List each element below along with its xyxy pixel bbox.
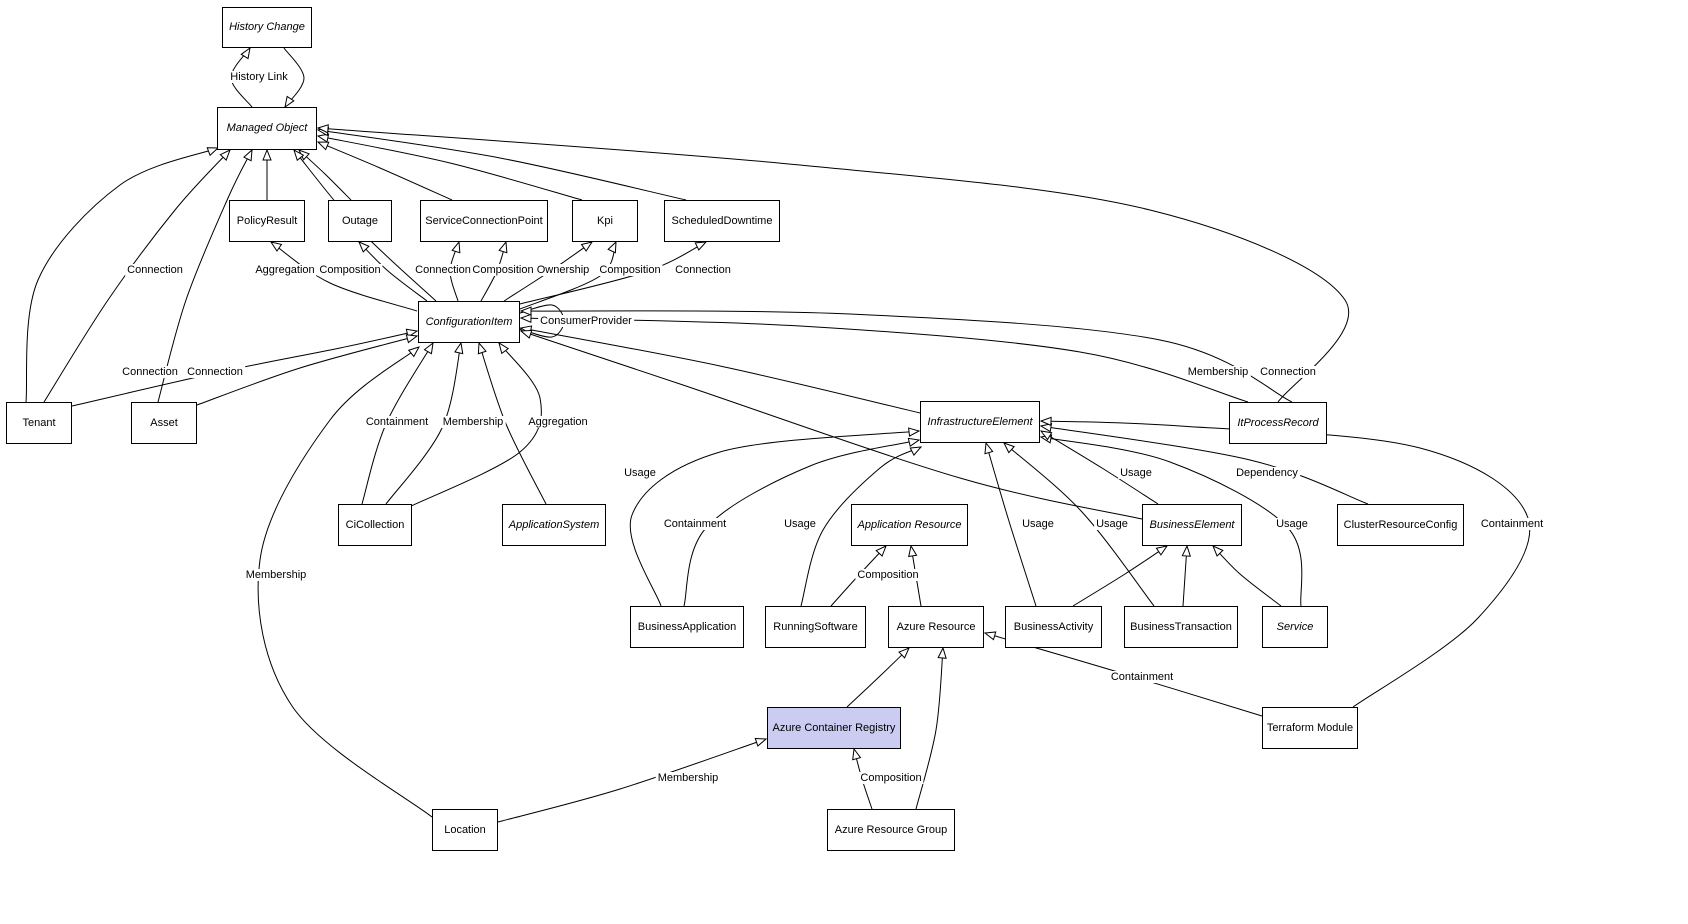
edge-label-usage: Usage [1274, 518, 1310, 530]
edge-service-to-infrastructure-element [1041, 437, 1303, 607]
edge-terraform-module-to-infrastructure-element [1041, 421, 1531, 708]
edge-label-usage: Usage [1094, 518, 1130, 530]
edge-label-usage: Usage [782, 518, 818, 530]
node-application-resource[interactable]: Application Resource [851, 504, 968, 546]
node-policy-result[interactable]: PolicyResult [229, 200, 305, 242]
node-service-connection-point[interactable]: ServiceConnectionPoint [420, 200, 548, 242]
edge-ci-collection-to-configuration-item [385, 343, 461, 505]
edge-label-usage: Usage [622, 467, 658, 479]
edge-label-composition: Composition [470, 264, 536, 276]
edge-configuration-item-to-policy-result [271, 242, 418, 312]
edge-business-transaction-to-infrastructure-element [1004, 443, 1155, 607]
edge-label-containment: Containment [1108, 671, 1176, 683]
edge-label-membership: Membership [440, 416, 506, 428]
node-ci-collection[interactable]: CiCollection [338, 504, 412, 546]
edge-business-activity-to-business-element [1072, 546, 1167, 607]
edge-business-element-to-configuration-item [521, 331, 1143, 520]
node-business-application[interactable]: BusinessApplication [630, 606, 744, 648]
node-managed-object[interactable]: Managed Object [217, 107, 317, 150]
edge-asset-to-configuration-item [196, 336, 417, 406]
edge-business-activity-to-infrastructure-element [986, 443, 1037, 607]
edge-running-software-to-infrastructure-element [800, 447, 921, 607]
edge-application-system-to-configuration-item [479, 343, 547, 505]
node-location[interactable]: Location [432, 809, 498, 851]
edge-label-containment: Containment [661, 518, 729, 530]
node-configuration-item[interactable]: ConfigurationItem [418, 301, 520, 343]
edge-asset-to-managed-object [157, 150, 252, 403]
node-history-change[interactable]: History Change [222, 7, 312, 48]
node-scheduled-downtime[interactable]: ScheduledDowntime [664, 200, 780, 242]
edge-cluster-resource-config-to-infrastructure-element [1041, 426, 1369, 505]
edge-tenant-to-configuration-item [71, 331, 417, 407]
edge-configuration-item-to-kpi [519, 242, 616, 310]
node-cluster-resource-config[interactable]: ClusterResourceConfig [1337, 504, 1464, 546]
edge-label-ownership: Ownership [534, 264, 592, 276]
edge-location-to-azure-container-registry [497, 739, 766, 823]
edge-it-process-record-to-managed-object [318, 128, 1349, 403]
edge-tenant-to-managed-object [25, 148, 218, 403]
edge-business-application-to-infrastructure-element [629, 431, 919, 607]
edge-business-element-to-infrastructure-element [1041, 431, 1159, 505]
edge-label-usage: Usage [1118, 467, 1154, 479]
edge-label-membership: Membership [243, 569, 309, 581]
node-azure-container-registry[interactable]: Azure Container Registry [767, 707, 901, 749]
node-asset[interactable]: Asset [131, 402, 197, 444]
node-azure-resource[interactable]: Azure Resource [888, 606, 984, 648]
node-business-transaction[interactable]: BusinessTransaction [1124, 606, 1238, 648]
node-application-system[interactable]: ApplicationSystem [502, 504, 606, 546]
edge-label-connection: Connection [185, 366, 245, 378]
edge-label-membership: Membership [1185, 366, 1251, 378]
edge-label-composition: Composition [597, 264, 663, 276]
edge-label-composition: Composition [317, 264, 383, 276]
edge-it-process-record-to-configuration-item [521, 311, 1293, 403]
node-service[interactable]: Service [1262, 606, 1328, 648]
edge-label-usage: Usage [1020, 518, 1056, 530]
edge-infrastructure-element-to-configuration-item [521, 328, 921, 414]
edge-label-connection: Connection [413, 264, 473, 276]
edge-label-containment: Containment [1478, 518, 1546, 530]
node-azure-resource-group[interactable]: Azure Resource Group [827, 809, 955, 851]
node-outage[interactable]: Outage [328, 200, 392, 242]
node-business-element[interactable]: BusinessElement [1142, 504, 1242, 546]
edge-service-to-business-element [1213, 546, 1282, 607]
edge-outage-to-managed-object [299, 150, 352, 201]
edge-label-aggregation: Aggregation [526, 416, 590, 428]
edge-label-connection: Connection [1258, 366, 1318, 378]
edge-label-aggregation: Aggregation [253, 264, 317, 276]
edge-label-connection: Connection [673, 264, 733, 276]
edge-scheduled-downtime-to-managed-object [318, 130, 687, 201]
node-terraform-module[interactable]: Terraform Module [1262, 707, 1358, 749]
edge-it-process-record-to-configuration-item [521, 318, 1249, 403]
edge-history-change-to-managed-object [283, 47, 305, 107]
edge-azure-container-registry-to-azure-resource [846, 648, 909, 708]
edge-azure-resource-group-to-azure-resource [915, 648, 943, 810]
edge-service-connection-point-to-managed-object [318, 142, 453, 201]
edge-ci-collection-to-configuration-item [408, 343, 542, 508]
node-it-process-record[interactable]: ItProcessRecord [1229, 402, 1327, 444]
edge-label-dependency: Dependency [1234, 467, 1300, 479]
edge-business-transaction-to-business-element [1183, 546, 1187, 607]
edge-label-composition: Composition [855, 569, 921, 581]
edge-tenant-to-managed-object [43, 150, 230, 403]
edge-label-consumerprovider: ConsumerProvider [538, 315, 634, 327]
node-infrastructure-element[interactable]: InfrastructureElement [920, 401, 1040, 443]
edge-location-to-configuration-item [257, 347, 433, 818]
edge-label-containment: Containment [363, 416, 431, 428]
edge-label-connection: Connection [125, 264, 185, 276]
edge-label-connection: Connection [120, 366, 180, 378]
node-running-software[interactable]: RunningSoftware [765, 606, 866, 648]
node-kpi[interactable]: Kpi [572, 200, 638, 242]
edge-label-history-link: History Link [228, 71, 290, 83]
edge-kpi-to-managed-object [318, 136, 583, 201]
edge-label-composition: Composition [858, 772, 924, 784]
edge-label-membership: Membership [655, 772, 721, 784]
node-business-activity[interactable]: BusinessActivity [1005, 606, 1102, 648]
edge-configuration-item-to-outage [359, 242, 428, 302]
node-tenant[interactable]: Tenant [6, 402, 72, 444]
